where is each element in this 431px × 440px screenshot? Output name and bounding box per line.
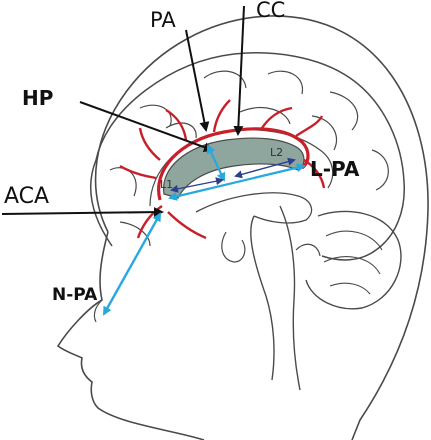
- face-profile: [56, 231, 205, 440]
- brainstem-outline: [250, 215, 275, 381]
- artery-branch-2: [165, 108, 188, 141]
- gyrus-10: [311, 115, 338, 151]
- hp-height-measurement: [206, 144, 226, 182]
- artery-branch-7: [303, 158, 326, 189]
- l1-label: L1: [160, 178, 173, 191]
- pa-pointer-arrow: [185, 29, 210, 132]
- cc-pointer-arrow: [233, 5, 245, 136]
- l1-measurement: [170, 177, 224, 193]
- thalamus-outline: [195, 192, 313, 224]
- l-pa-label: L-PA: [310, 157, 360, 181]
- gyrus-4: [329, 91, 359, 131]
- artery-branch-4: [261, 106, 293, 129]
- artery-branch-3: [212, 99, 231, 133]
- brainstem-outline-2: [279, 205, 301, 391]
- cerebellum-fold-3: [329, 282, 371, 295]
- artery-branch-5: [295, 115, 324, 137]
- gyrus-3: [267, 70, 304, 95]
- aca-label: ACA: [4, 184, 49, 209]
- cerebellum-fold-1: [325, 230, 383, 251]
- gyrus-5: [371, 149, 389, 191]
- pericallosal-artery: [157, 127, 310, 201]
- n-pa-measurement: [102, 212, 162, 316]
- gyrus-9: [239, 106, 291, 125]
- pa-label: PA: [150, 8, 176, 32]
- nose-curve: [93, 299, 103, 323]
- gyrus-7: [119, 221, 151, 247]
- artery-branch-8: [167, 211, 207, 240]
- cc-label: CC: [256, 0, 285, 22]
- gyrus-1: [139, 104, 172, 127]
- pituitary-outline: [221, 231, 246, 263]
- artery-branch-1: [138, 127, 161, 161]
- l2-measurement: [234, 157, 296, 179]
- gyrus-8: [165, 122, 197, 139]
- head-outline: [94, 15, 429, 440]
- gyrus-2: [203, 70, 247, 89]
- l2-label: L2: [270, 146, 283, 159]
- aca-pointer-arrow: [1, 207, 164, 218]
- hp-label: HP: [22, 86, 53, 110]
- cerebellum-fold-2: [323, 256, 381, 275]
- fourth-ventricle: [295, 243, 321, 257]
- n-pa-label: N-PA: [52, 285, 98, 305]
- artery-branch-6: [119, 164, 157, 180]
- hp-pointer-arrow: [79, 101, 214, 152]
- cerebellum-outline: [305, 210, 402, 310]
